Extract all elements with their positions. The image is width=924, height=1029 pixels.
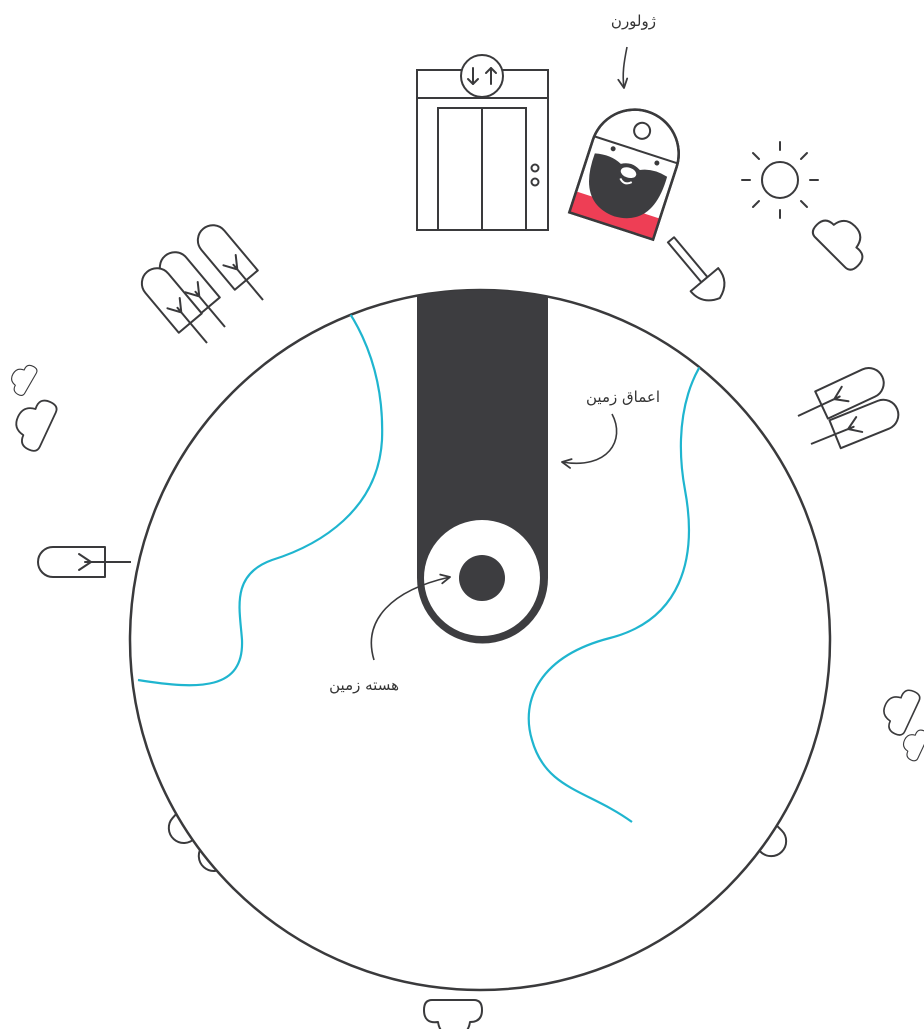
explorer-label: ژولورن [611,12,656,30]
shovel-icon [657,228,733,309]
earth-core [459,555,505,601]
earth-depth-label: اعماق زمین [586,388,660,406]
earth-core-label: هسته زمین [329,676,399,694]
cloud-icon [810,206,876,272]
explorer-arrow [623,47,627,88]
cloud-icon [424,1000,482,1029]
sun-icon [742,142,818,218]
cloud-icon [5,360,38,398]
tree-icon [38,547,131,577]
elevator-icon [417,55,548,230]
cloud-icon [7,392,58,453]
cloud-icon [876,683,922,737]
explorer-figure [569,98,690,239]
